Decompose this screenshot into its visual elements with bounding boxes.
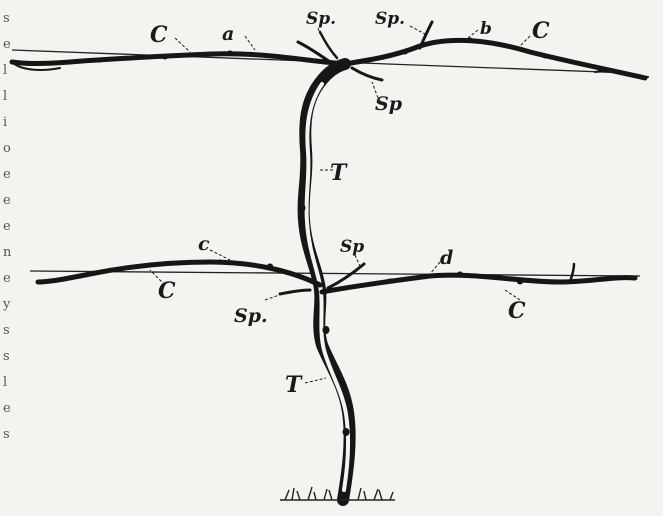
margin-glyph: s xyxy=(3,349,10,364)
label-spur-upper-1: Sp. xyxy=(306,9,336,29)
label-arm-a: a xyxy=(222,23,234,45)
label-arm-b: b xyxy=(480,19,492,39)
margin-glyph: l xyxy=(3,63,7,78)
margin-glyph: o xyxy=(3,141,11,156)
upper-arm-left xyxy=(12,54,345,64)
label-arm-c: c xyxy=(198,233,210,255)
lower-wire xyxy=(30,271,640,276)
margin-glyph: e xyxy=(3,193,11,208)
margin-glyph: s xyxy=(3,323,10,338)
lower-arm-right xyxy=(322,275,635,292)
label-arm-d: d xyxy=(440,247,453,269)
lower-spur-2 xyxy=(280,290,310,294)
margin-glyph: e xyxy=(3,271,11,286)
margin-glyph: s xyxy=(3,11,10,26)
label-cane-lower-right: C xyxy=(508,298,526,324)
label-cane-upper-left: C xyxy=(150,22,168,48)
margin-glyph: l xyxy=(3,89,7,104)
margin-glyph: e xyxy=(3,219,11,234)
label-spur-lower-1: Sp xyxy=(340,237,364,257)
label-spur-upper-2: Sp. xyxy=(375,9,405,29)
upper-spur-3 xyxy=(352,68,382,80)
margin-glyph: e xyxy=(3,167,11,182)
margin-glyph: s xyxy=(3,427,10,442)
leader-lines xyxy=(150,26,530,383)
margin-glyph: n xyxy=(3,245,12,260)
label-cane-lower-left: C xyxy=(158,278,176,304)
label-cane-upper-right: C xyxy=(532,18,550,44)
margin-glyph: i xyxy=(3,115,7,130)
label-trunk-lower: T xyxy=(285,372,303,398)
label-spur-upper-3: Sp xyxy=(375,93,403,115)
margin-glyph: e xyxy=(3,401,11,416)
margin-glyph: e xyxy=(3,37,11,52)
upper-spur-4 xyxy=(320,32,337,58)
label-trunk-upper: T xyxy=(330,160,348,186)
margin-glyph: y xyxy=(2,297,11,312)
label-spur-lower-2: Sp. xyxy=(234,305,268,327)
margin-glyph: l xyxy=(3,375,7,390)
